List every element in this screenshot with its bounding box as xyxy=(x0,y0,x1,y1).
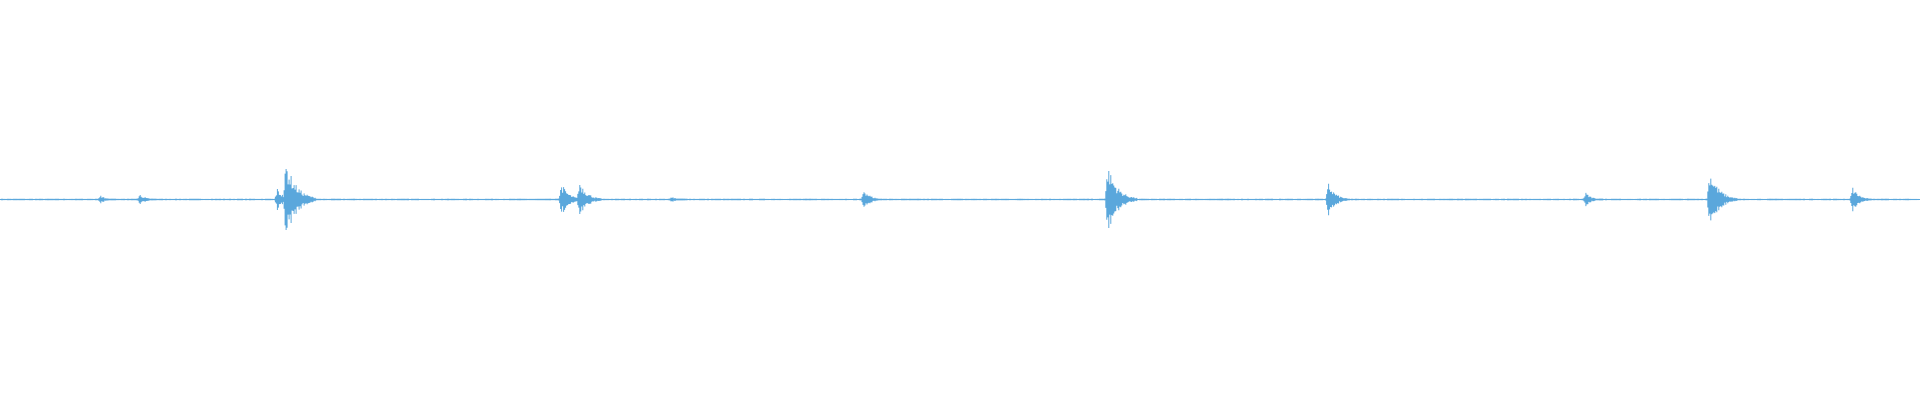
waveform-burst-0 xyxy=(97,195,117,204)
waveform-burst-9 xyxy=(1325,183,1351,216)
waveform-burst-12 xyxy=(1849,187,1873,212)
waveform-burst-11 xyxy=(1706,178,1738,221)
waveform-bursts xyxy=(0,169,1919,230)
waveform-burst-8 xyxy=(1104,171,1138,228)
waveform-burst-6 xyxy=(668,197,688,202)
waveform-burst-10 xyxy=(1582,192,1604,207)
waveform-burst-1 xyxy=(136,195,157,204)
waveform-noise xyxy=(0,198,1919,201)
waveform-burst-3 xyxy=(282,169,317,230)
waveform-burst-7 xyxy=(860,192,883,207)
waveform-burst-5 xyxy=(576,185,603,214)
